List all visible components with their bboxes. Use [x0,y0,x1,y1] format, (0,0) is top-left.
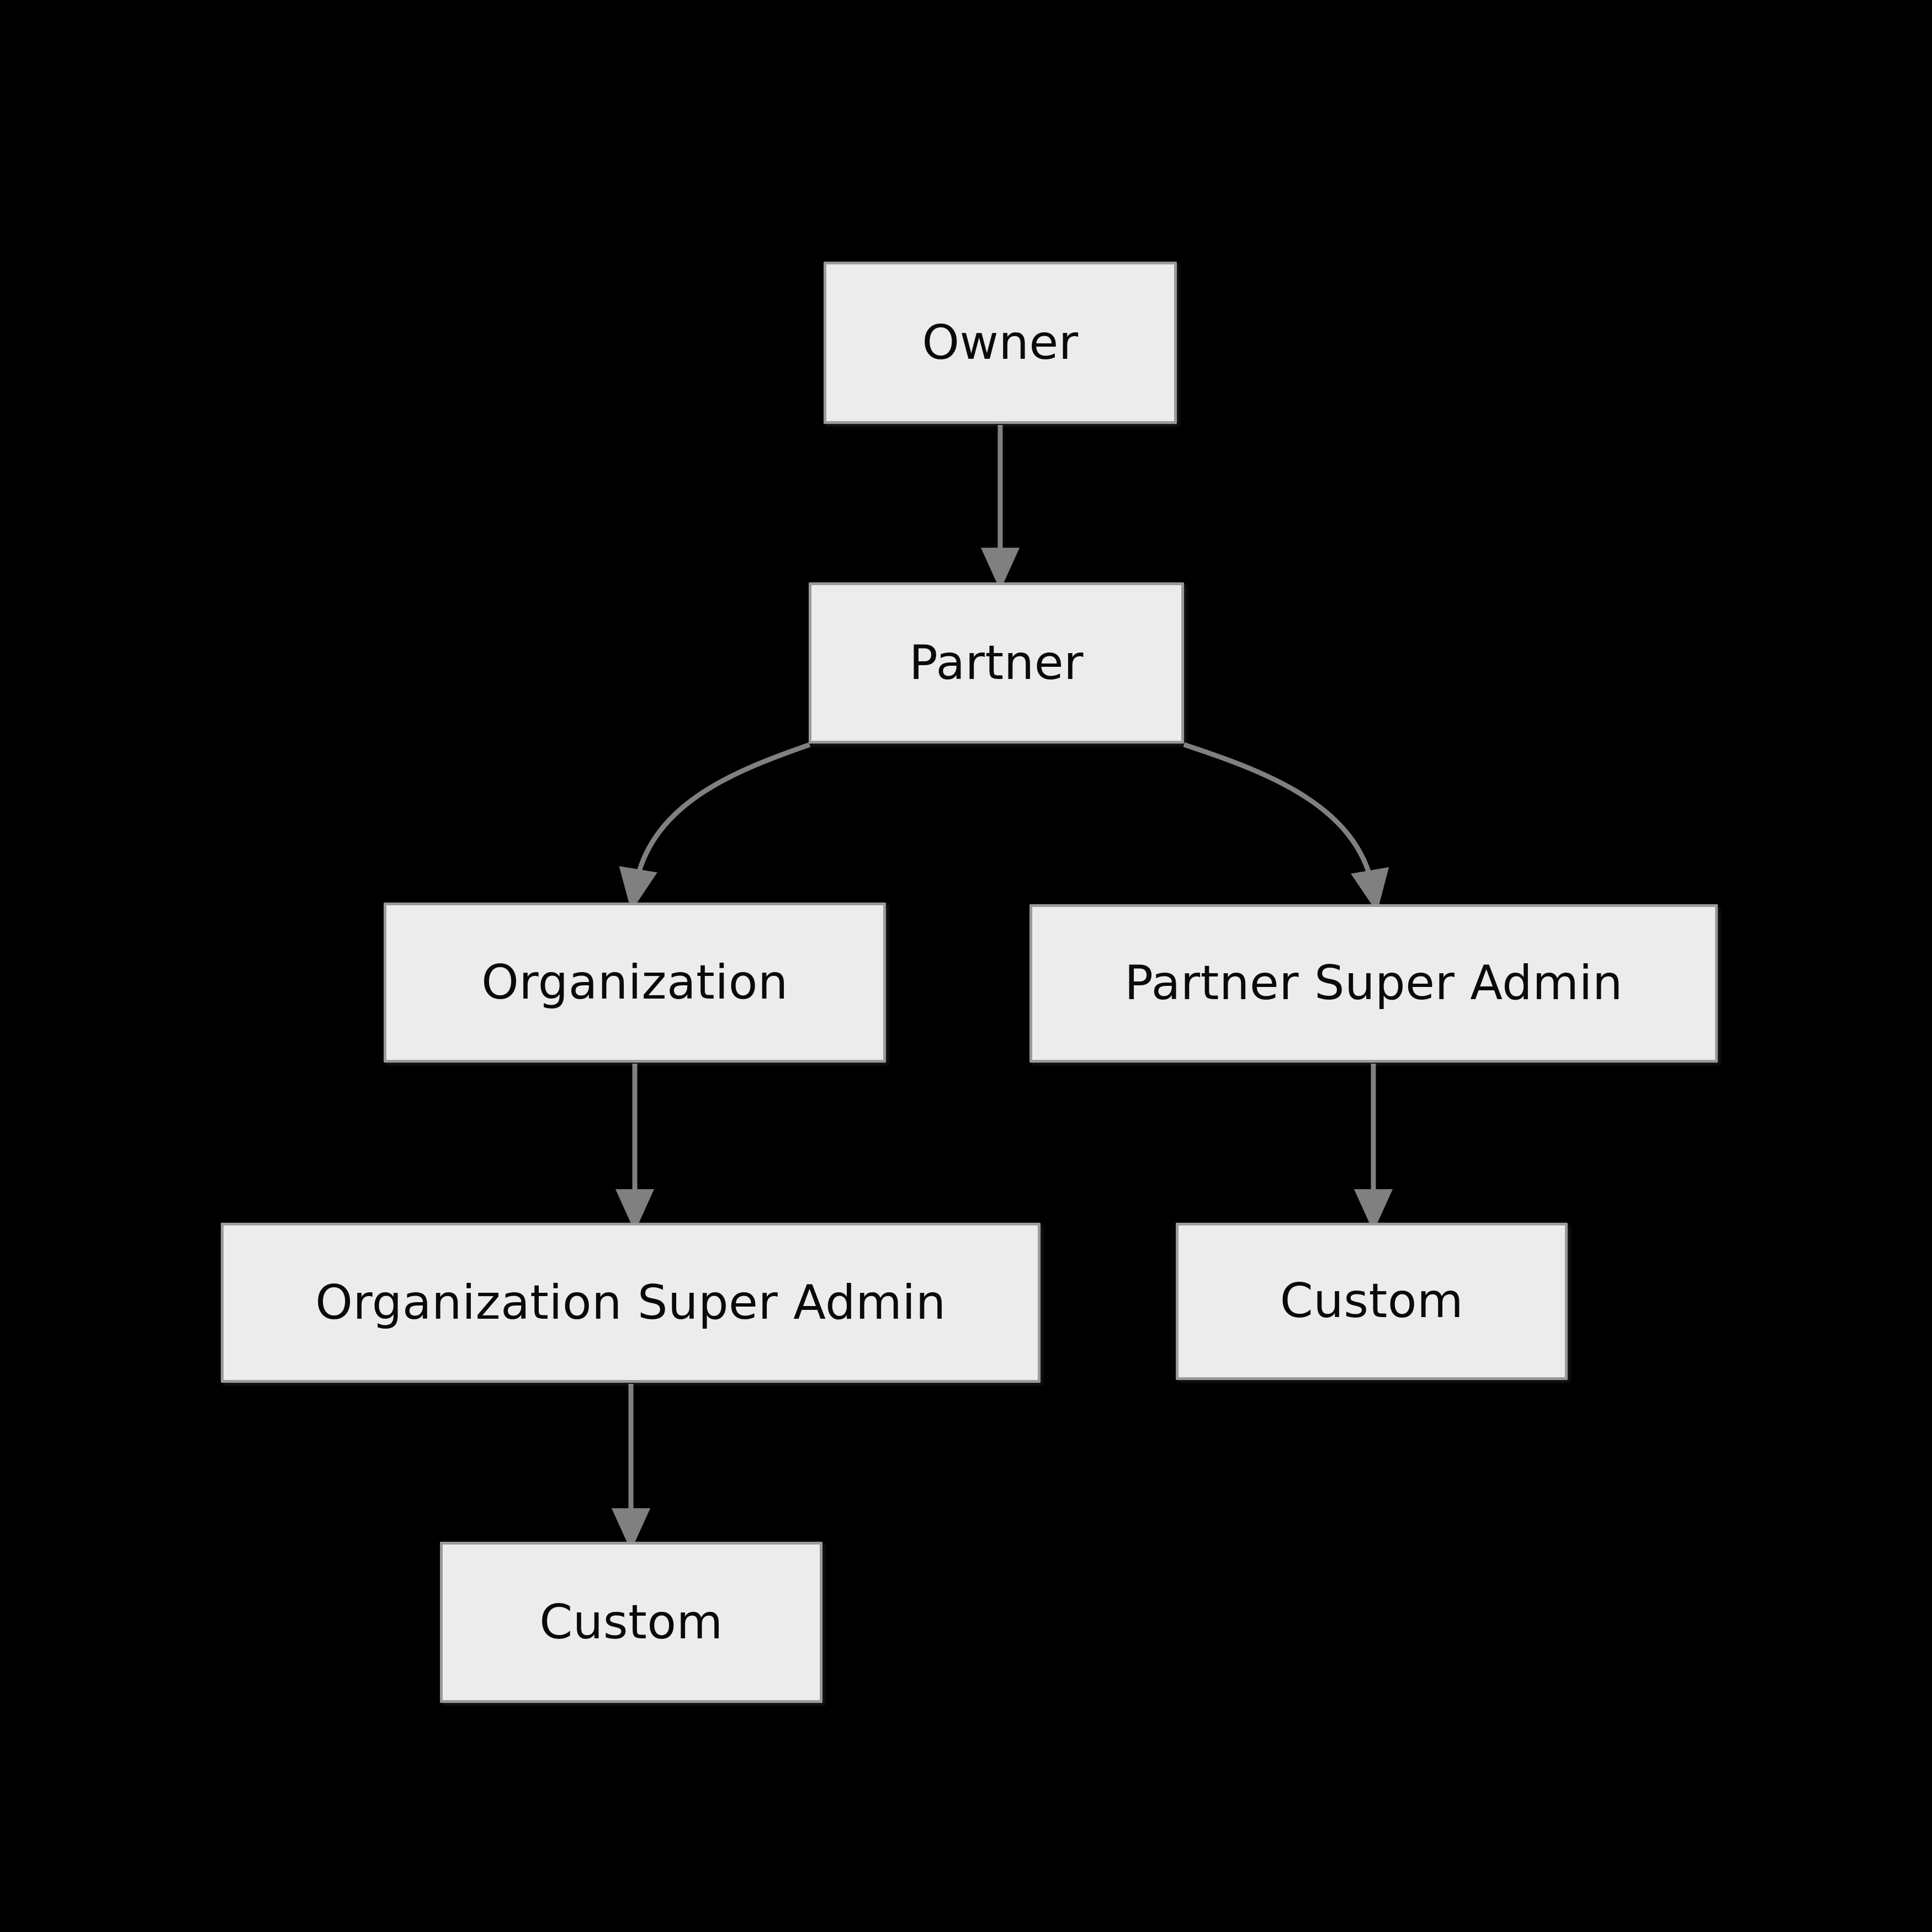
node-organization-label: Organization [481,954,788,1010]
node-custom-organization-branch-label: Custom [539,1594,723,1650]
node-owner[interactable]: Owner [824,262,1177,424]
node-custom-organization-branch[interactable]: Custom [440,1542,822,1703]
node-partner-super-admin-label: Partner Super Admin [1124,956,1623,1011]
node-custom-partner-branch[interactable]: Custom [1176,1223,1568,1380]
node-partner-super-admin[interactable]: Partner Super Admin [1029,904,1718,1063]
edge-partner-to-organization [619,742,811,912]
node-partner-label: Partner [909,635,1084,691]
edge-partner-to-partner-super-admin [1183,742,1389,913]
node-custom-partner-branch-label: Custom [1280,1273,1464,1329]
node-organization-super-admin-label: Organization Super Admin [315,1275,946,1330]
node-organization[interactable]: Organization [384,903,886,1063]
node-organization-super-admin[interactable]: Organization Super Admin [221,1223,1041,1383]
node-partner[interactable]: Partner [809,582,1184,744]
node-owner-label: Owner [922,315,1079,370]
